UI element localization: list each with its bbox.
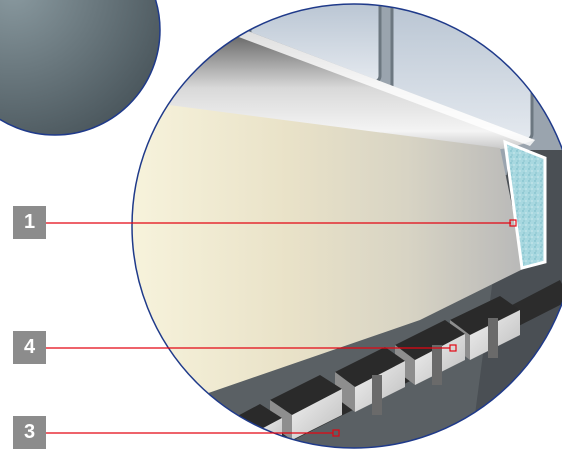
corner-disc [0, 0, 161, 136]
leader-marker-4 [449, 344, 457, 352]
callout-badge-1: 1 [13, 206, 46, 239]
floor-surface [132, 100, 525, 420]
cutaway-section [132, 4, 562, 448]
callout-badge-4: 4 [13, 331, 46, 364]
magnifier-outline [131, 3, 562, 449]
leader-marker-1 [509, 219, 517, 227]
callout-badge-3: 3 [13, 416, 46, 449]
leader-marker-3 [332, 429, 340, 437]
support-blocks [230, 296, 520, 448]
